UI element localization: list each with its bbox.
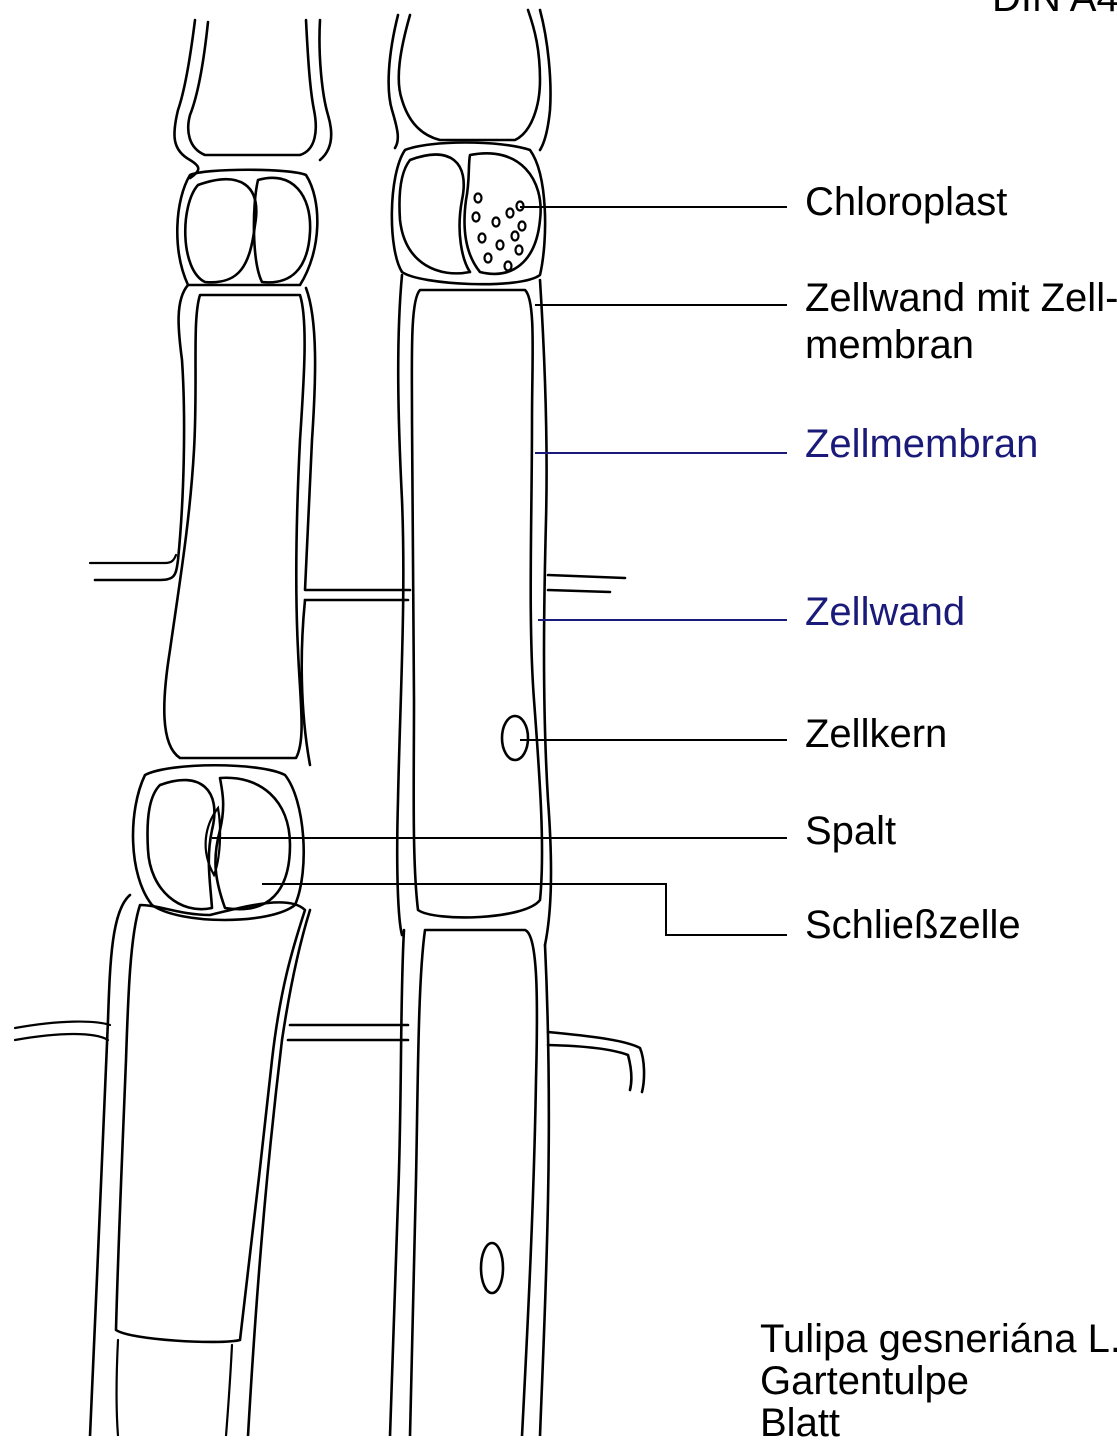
left-mid-wall <box>302 600 310 765</box>
label-zellwand-mit-zellmembran-line1: Zellwand mit Zell- <box>805 278 1117 318</box>
right-long-cell <box>412 290 542 917</box>
left-lower-cell-left-outer <box>90 895 130 1436</box>
label-zellwand: Zellwand <box>805 592 965 632</box>
right-lower-cell-left-outer <box>390 930 404 1436</box>
left-lower-cell-right-outer <box>248 910 310 1436</box>
left-guard-cell-upper-left <box>185 179 256 282</box>
left-long-cell-outer <box>95 285 188 580</box>
left-long-cell <box>164 295 304 758</box>
label-schliesszelle: Schließzelle <box>805 905 1021 945</box>
caption-organ: Blatt <box>760 1404 840 1442</box>
left-horizontal-wall-a <box>90 555 176 563</box>
left-long-cell-right-wall <box>305 288 410 590</box>
chloroplast-granules <box>473 194 526 271</box>
left-guard-cell-lower-left <box>148 780 215 909</box>
right-horizontal-wall-upper <box>548 575 625 592</box>
right-lower-nucleus <box>481 1243 503 1293</box>
left-top-cell-inner <box>188 20 316 155</box>
left-horizontal-wall-lower <box>15 1022 110 1028</box>
right-lower-cell <box>410 930 537 1436</box>
right-top-cell-outer-b <box>389 15 398 148</box>
label-spalt: Spalt <box>805 811 896 851</box>
label-zellwand-mit-zellmembran-line2: membran <box>805 325 974 365</box>
left-guard-cell-upper-right <box>254 178 310 283</box>
right-nucleus <box>502 716 528 760</box>
label-chloroplast: Chloroplast <box>805 182 1007 222</box>
left-top-cell-right-outer <box>319 20 331 160</box>
right-guard-cell-upper-left <box>399 155 470 274</box>
left-lower-bottom-cell-line <box>117 1340 119 1436</box>
right-top-cell-outer <box>399 10 540 140</box>
right-long-cell-left-outer <box>397 275 403 935</box>
right-lower-cell-right-outer <box>540 945 549 1436</box>
right-horizontal-wall-lower <box>548 1032 644 1092</box>
left-horizontal-wall-lower-b <box>15 1034 108 1040</box>
label-zellmembran: Zellmembran <box>805 424 1038 464</box>
label-zellkern: Zellkern <box>805 714 947 754</box>
left-guard-cell-lower-right <box>215 778 290 909</box>
caption-species: Tulipa gesneriána L. <box>760 1320 1117 1358</box>
left-lower-cell <box>116 902 305 1342</box>
right-top-cell-outer-c <box>540 10 551 150</box>
corner-text: DIN A4 <box>992 0 1117 18</box>
left-lower-mid-wall <box>288 1025 408 1040</box>
left-lower-bottom-cell-line-b <box>226 1345 232 1436</box>
caption-common-name: Gartentulpe <box>760 1362 969 1400</box>
